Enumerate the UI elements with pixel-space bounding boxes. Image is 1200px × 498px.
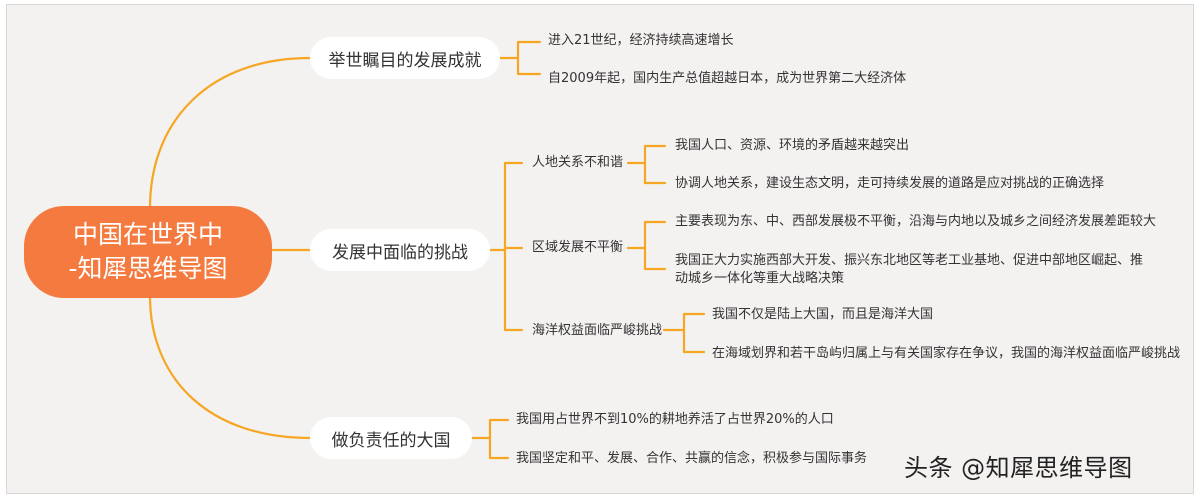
branch-achievements[interactable]: 举世瞩目的发展成就 — [310, 37, 500, 79]
connector-root-branch-3 — [148, 294, 312, 440]
bracket-sub-1 — [626, 144, 667, 185]
branch-challenges[interactable]: 发展中面临的挑战 — [310, 229, 490, 271]
leaf-regional-1[interactable]: 主要表现为东、中、西部发展极不平衡，沿海与内地以及城乡之间经济发展差距较大 — [675, 214, 1157, 229]
sub-human-land[interactable]: 人地关系不和谐 — [532, 155, 624, 170]
leaf-achievement-1[interactable]: 进入21世纪，经济持续高速增长 — [548, 33, 734, 48]
bracket-branch-1 — [498, 40, 542, 76]
branch-label: 举世瞩目的发展成就 — [328, 50, 482, 71]
branch-label: 做负责任的大国 — [331, 430, 451, 451]
leaf-responsible-1[interactable]: 我国用占世界不到10%的耕地养活了占世界20%的人口 — [516, 412, 834, 427]
sub-maritime[interactable]: 海洋权益面临严峻挑战 — [532, 323, 663, 338]
leaf-maritime-2[interactable]: 在海域划界和若干岛屿归属上与有关国家存在争议，我国的海洋权益面临严峻挑战 — [712, 346, 1181, 361]
root-node[interactable]: 中国在世界中 -知犀思维导图 — [24, 206, 272, 298]
leaf-achievement-2[interactable]: 自2009年起，国内生产总值超越日本，成为世界第二大经济体 — [548, 71, 907, 86]
leaf-human-land-1[interactable]: 我国人口、资源、环境的矛盾越来越突出 — [675, 138, 910, 153]
root-title-line2: -知犀思维导图 — [68, 254, 228, 283]
connector-root-branch-1 — [148, 56, 312, 210]
leaf-human-land-2[interactable]: 协调人地关系，建设生态文明，走可持续发展的道路是应对挑战的正确选择 — [675, 176, 1105, 191]
leaf-responsible-2[interactable]: 我国坚定和平、发展、合作、共赢的信念，积极参与国际事务 — [516, 451, 868, 466]
sub-regional[interactable]: 区域发展不平衡 — [532, 240, 624, 255]
root-title-line1: 中国在世界中 — [72, 220, 223, 249]
leaf-maritime-1[interactable]: 我国不仅是陆上大国，而且是海洋大国 — [712, 307, 934, 322]
bracket-branch-2 — [488, 161, 524, 332]
watermark: 头条 @知犀思维导图 — [904, 454, 1133, 482]
bracket-sub-2 — [626, 220, 667, 271]
bracket-branch-3 — [470, 418, 510, 460]
bracket-sub-3 — [662, 312, 706, 354]
leaf-regional-2[interactable]: 我国正大力实施西部大开发、振兴东北地区等老工业基地、促进中部地区崛起、推动城乡一… — [675, 253, 1144, 286]
branch-label: 发展中面临的挑战 — [332, 242, 468, 263]
branch-responsible[interactable]: 做负责任的大国 — [310, 417, 472, 459]
